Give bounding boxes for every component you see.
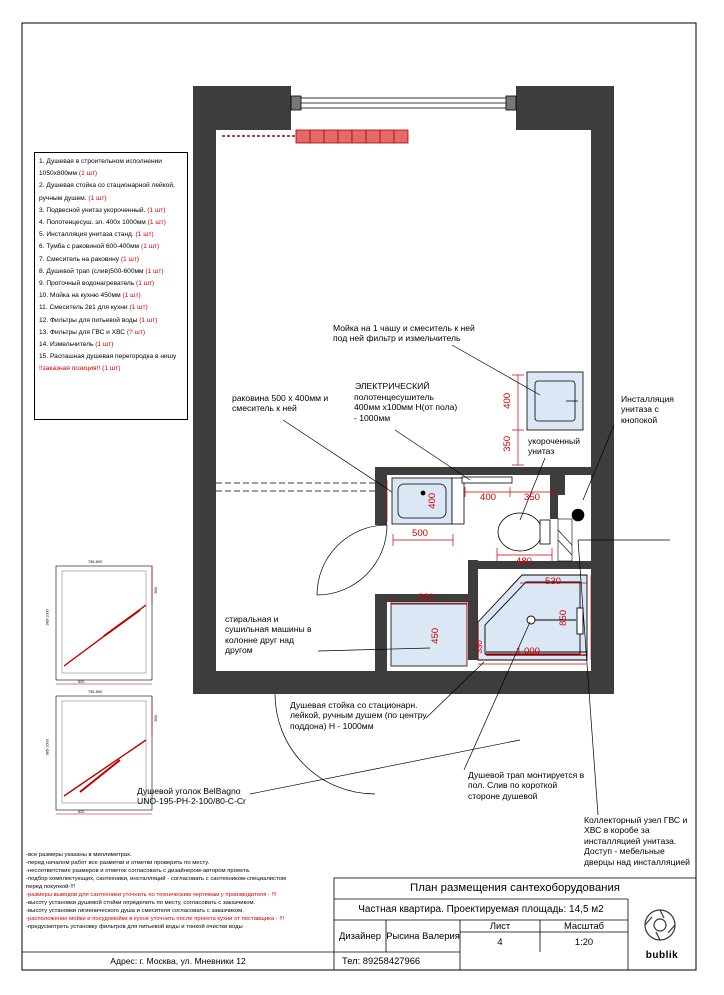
label-heater-body: полотенцесушитель 400мм х100мм Н(от пола… [354,392,458,423]
dim-400-heater: 400 [480,492,497,503]
toilet [497,512,551,552]
riser-pipe [571,508,585,522]
dim-500: 500 [412,528,429,539]
label-heater-title: ЭЛЕКТРИЧЕСКИЙ [355,381,430,391]
installation-box [557,508,585,562]
legend-item: 2. Душевая стойка со стационарной лейкой… [39,182,175,202]
stamp-grid [22,877,697,971]
legend-item: 1. Душевая в строительном исполнении 105… [39,158,162,178]
stamp-sheet-value: 4 [497,935,503,947]
legend-item: 5. Инсталляция унитаза станд. (1 шт) [39,231,154,239]
small-plan-bottom-dim-a: 520 [78,680,85,684]
legend-item: 9. Проточный водонагреватель (1 шт) [39,280,155,288]
small-plan-bottom-dim-b: 520 [78,810,85,814]
stamp-phone: Тел: 89258427966 [342,954,421,966]
note-line: -перед началом работ все разметки и отме… [26,860,210,867]
label-shower-rack: Душевая стойка со стационарн. лейкой, ру… [290,700,427,731]
dimension-lines [386,374,592,666]
dim-350-heater: 350 [524,492,541,503]
label-shower-corner: Душевой уголок BelBagno UNO-195-PH-2-100… [137,786,246,807]
legend-item: 15. Распашная душевая перегородка в нишу [39,353,177,361]
title-block: План размещения сантехоборудования Частн… [334,878,696,970]
address: Адрес: г. Москва, ул. Мневники 12 [110,956,246,966]
small-plan-inner-a: 900 [153,587,158,594]
label-collector: Коллекторный узел ГВС и ХВС в коробе за … [584,815,690,867]
dim-600: 600 [418,592,435,603]
legend-item: 14. Измельчитель (1 шт) [39,341,114,349]
label-kitchen-sink: Мойка на 1 чашу и смеситель к ней под не… [333,323,475,344]
label-drain: Душевой трап монтируется в пол. Слив по … [468,770,585,801]
leader-lines [249,344,670,816]
shower-tray [477,574,588,661]
dim-400-basin: 400 [427,492,439,509]
legend-item: 7. Смеситель на раковину (1 шт) [39,255,140,263]
legend-item: 8. Душевой трап (слив)500-600мм (1 шт) [39,267,164,275]
small-plan-inner-b: 900 [153,715,158,722]
dim-400-vertical: 400 [502,392,514,409]
note-line: перед покупкой-!!! [26,884,76,891]
shower-corner-plan-b [55,695,153,815]
note-line: -все размеры указаны в миллиметрах. [26,852,132,858]
legend-item: 10. Мойка на кухню 450мм (1 шт) [39,292,141,300]
legend-item: 11. Смеситель 2в1 для кухни (1 шт) [39,304,148,312]
legend-item: !!заказная позиция!! (1 шт) [39,365,121,373]
legend-item: 3. Подвесной унитаз укороченный. (1 шт) [39,206,166,214]
small-plan-top-dim-a: 795-800 [88,560,102,564]
dim-530: 530 [545,576,562,587]
note-line: -расположение мойки и посудомойки в кухн… [26,916,285,923]
room-divider [216,482,388,795]
label-basin: раковина 500 х 400мм и смеситель к ней [232,393,329,414]
note-line: -размеры выводов для сантехники уточнить… [26,892,277,899]
basin [391,477,465,525]
washing-machine [390,603,468,667]
note-line: -подбор комплектующих, сантехники, инста… [26,876,286,883]
stamp-sheet-label: Лист [489,919,511,931]
legend-item: 4. Полотенцесуш. эл. 400х 1000мм (1 шт) [39,219,166,227]
dim-350-vertical: 350 [502,435,514,452]
bublik-logo [644,909,676,941]
legend-item: 12. Фильтры для питьевой воды (1 шт) [39,316,158,324]
label-installation: Инсталляция унитаза с кнопокой [621,394,674,425]
label-washer: стиральная и сушильная машины в колонне … [225,614,312,656]
note-line: -несоответствие размеров и отметок согла… [26,868,251,875]
small-plan-side-dim-b: 985-1000 [45,739,50,756]
window [290,95,517,111]
small-plan-top-dim-b: 795-800 [88,690,102,694]
stamp-subtitle: Частная квартира. Проектируемая площадь:… [358,903,604,915]
dim-450: 450 [430,627,442,644]
stamp-scale-label: Масштаб [563,919,605,931]
legend-item: 6. Тумба с раковиной 600-400мм (1 шт) [39,243,160,251]
radiator [222,129,409,144]
kitchen-sink [526,371,584,431]
walls [193,86,614,694]
note-line: -предусмотреть установку фильтров для пи… [26,924,243,931]
label-toilet: укороченный унитаз [528,436,581,457]
stamp-logo-text: bublik [645,950,679,962]
stamp-scale-value: 1:20 [574,935,594,947]
towel-heater [461,476,513,484]
stamp-designer-name: Рысина Валерия [386,929,460,941]
stamp-designer-label: Дизайнер [339,929,381,941]
small-plan-side-dim-a: 985-1000 [45,609,50,626]
dim-1000: 1 000 [516,646,541,657]
shower-corner-plan-a [55,565,153,685]
note-line: -высоту установки гигиенического душа и … [26,908,244,915]
note-line: -высоту установки душевой стойки определ… [26,900,256,907]
equipment-legend: 1. Душевая в строительном исполнении 105… [34,152,188,420]
general-notes: -все размеры указаны в миллиметрах. -пер… [26,851,336,931]
dim-480: 480 [516,556,533,567]
dim-850: 850 [558,609,570,626]
dim-330: 330 [474,640,484,654]
legend-item: 13. Фильтры для ГВС и ХВС (? шт) [39,328,146,336]
stamp-title: План размещения сантехоборудования [410,881,620,894]
